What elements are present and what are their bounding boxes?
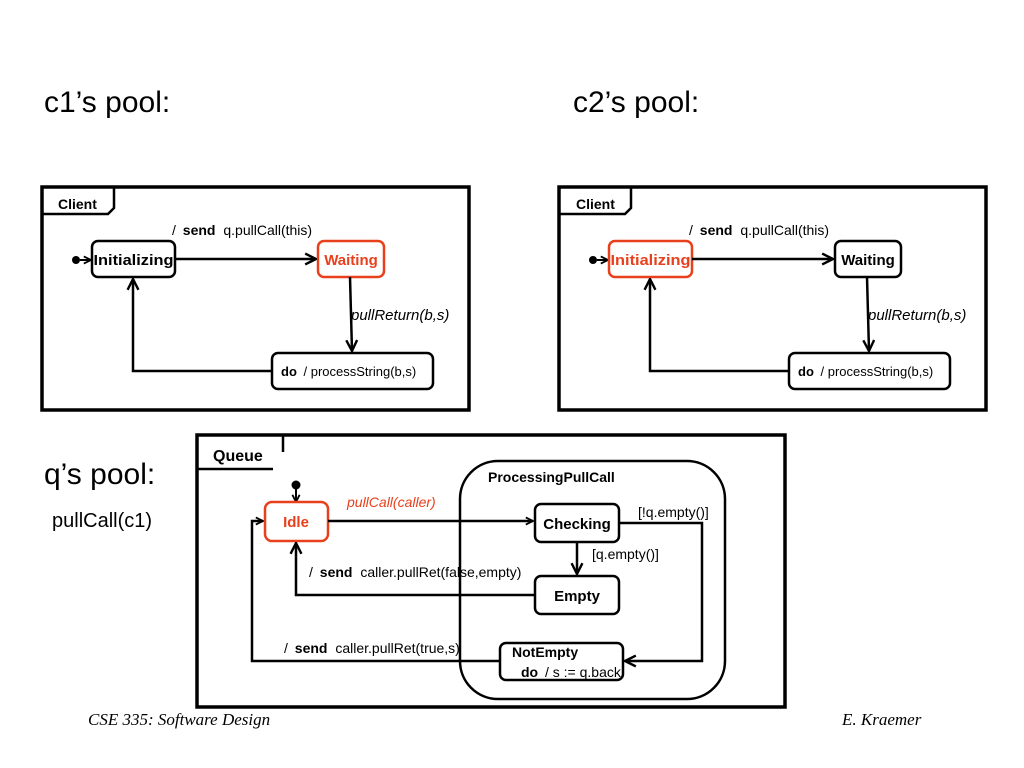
client1-machine: Client / send q.pullCall(this) Initializ… — [40, 185, 471, 412]
c2-pool-heading: c2’s pool: — [573, 86, 700, 119]
queue-composite-label: ProcessingPullCall — [488, 469, 615, 485]
queue-composite-processingpullcall[interactable] — [458, 459, 727, 701]
queue-transition-notempty-to-idle — [250, 521, 500, 663]
queue-state-notempty-label: NotEmpty — [512, 644, 578, 660]
client2-state-processing-label: do / processString(b,s) — [798, 364, 933, 379]
client1-send-label: / send q.pullCall(this) — [172, 222, 312, 238]
client1-state-initializing-label: Initializing — [94, 252, 174, 269]
client2-event-pullreturn: pullReturn(b,s) — [867, 307, 966, 324]
queue-guard-not-empty: [!q.empty()] — [638, 504, 709, 520]
queue-initial-pseudostate — [291, 480, 301, 490]
do-keyword: do — [798, 364, 814, 379]
client1-frame-label: Client — [58, 196, 97, 212]
do-keyword: do — [281, 364, 297, 379]
queue-send-true-label: / send caller.pullRet(true,s) — [284, 640, 460, 656]
do-action: / processString(b,s) — [821, 364, 934, 379]
client1-initial-pseudostate — [72, 256, 80, 264]
queue-frame-label: Queue — [213, 448, 263, 465]
client2-machine: Client / send q.pullCall(this) Initializ… — [557, 185, 988, 412]
queue-state-checking-label: Checking — [543, 516, 611, 533]
client2-state-waiting-label: Waiting — [841, 252, 895, 269]
queue-guard-empty: [q.empty()] — [592, 546, 659, 562]
do-action: / s := q.back — [545, 664, 622, 680]
q-pool-content: pullCall(c1) — [52, 510, 153, 532]
do-keyword: do — [521, 664, 538, 680]
client1-state-waiting-label: Waiting — [324, 252, 378, 269]
queue-frame — [195, 433, 787, 709]
queue-state-notempty-action: do / s := q.back — [521, 664, 622, 680]
client1-transition-processing-to-init — [133, 279, 272, 373]
queue-frame-tab — [197, 435, 285, 471]
queue-send-false-label: / send caller.pullRet(false,empty) — [309, 564, 521, 580]
send-keyword: send — [183, 222, 216, 238]
client1-transition-waiting-to-processing — [350, 276, 352, 351]
client1-state-processing-label: do / processString(b,s) — [281, 364, 416, 379]
slash: / — [689, 222, 693, 238]
q-pool-heading: q’s pool: — [44, 458, 156, 491]
queue-state-idle-label: Idle — [283, 514, 309, 531]
send-keyword: send — [295, 640, 328, 656]
client1-frame — [40, 185, 471, 412]
queue-transition-empty-to-idle — [296, 543, 535, 597]
send-keyword: send — [700, 222, 733, 238]
do-action: / processString(b,s) — [304, 364, 417, 379]
slash: / — [284, 640, 288, 656]
footer-course: CSE 335: Software Design — [88, 710, 271, 729]
slash: / — [309, 564, 313, 580]
client2-frame-tab — [559, 187, 633, 216]
slash: / — [172, 222, 176, 238]
queue-event-pullcall: pullCall(caller) — [346, 494, 436, 510]
send-action: q.pullCall(this) — [740, 222, 829, 238]
queue-machine: Queue ProcessingPullCall Idle Checking E… — [195, 433, 787, 709]
client2-transition-processing-to-init — [650, 279, 789, 373]
client2-frame-label: Client — [576, 196, 615, 212]
client2-initial-pseudostate — [589, 256, 597, 264]
send-action: caller.pullRet(false,empty) — [360, 564, 521, 580]
client2-state-initializing-label: Initializing — [611, 252, 691, 269]
client2-frame — [557, 185, 988, 412]
send-keyword: send — [320, 564, 353, 580]
send-action: q.pullCall(this) — [223, 222, 312, 238]
c1-pool-heading: c1’s pool: — [44, 86, 171, 119]
queue-transition-checking-to-notempty — [619, 521, 704, 661]
client2-send-label: / send q.pullCall(this) — [689, 222, 829, 238]
client1-event-pullreturn: pullReturn(b,s) — [350, 307, 449, 324]
queue-state-empty-label: Empty — [554, 588, 601, 605]
client2-transition-waiting-to-processing — [867, 276, 869, 351]
send-action: caller.pullRet(true,s) — [335, 640, 460, 656]
client1-frame-tab — [42, 187, 116, 216]
footer-author: E. Kraemer — [842, 710, 922, 729]
